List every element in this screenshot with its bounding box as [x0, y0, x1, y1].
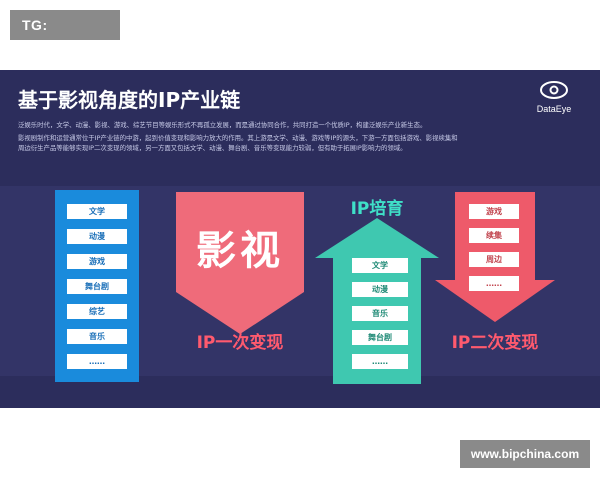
cultivate-item: 舞台剧	[352, 330, 408, 345]
source-item: 游戏	[67, 254, 127, 269]
cultivate-column: 文学 动漫 音乐 舞台剧 ……	[338, 258, 422, 378]
second-item: 续集	[469, 228, 519, 243]
source-item: 音乐	[67, 329, 127, 344]
source-item: 文学	[67, 204, 127, 219]
dataeye-logo: DataEye	[524, 80, 584, 114]
second-column: 游戏 续集 周边 ……	[455, 192, 535, 322]
second-monetize-label: IP二次变现	[451, 333, 539, 353]
film-label: 影视	[196, 228, 284, 274]
source-item: 动漫	[67, 229, 127, 244]
second-item: 游戏	[469, 204, 519, 219]
cultivate-item: 音乐	[352, 306, 408, 321]
cultivate-label: IP培育	[350, 199, 404, 219]
second-item: 周边	[469, 252, 519, 267]
intro-paragraph-1: 泛娱乐时代，文学、动漫、影视、游戏、综艺节目等娱乐形式不再孤立发展，而是通过协同…	[18, 121, 427, 129]
cultivate-item: 文学	[352, 258, 408, 273]
intro-paragraph-3: 周边衍生产品等能够实现IP二次变现的领域，另一方面又包括文学、动漫、舞台剧、音乐…	[18, 144, 407, 152]
cultivate-arrow-up	[315, 218, 439, 384]
source-item: 综艺	[67, 304, 127, 319]
watermark-bottom: www.bipchina.com	[460, 440, 590, 468]
source-item: 舞台剧	[67, 279, 127, 294]
film-arrow-down	[176, 192, 304, 334]
watermark-top: TG: MYYJJPP	[10, 10, 120, 63]
infographic-banner: 基于影视角度的IP产业链 DataEye 泛娱乐时代，文学、动漫、影视、游戏、综…	[0, 70, 600, 408]
source-item: ……	[67, 354, 127, 369]
logo-text: DataEye	[536, 104, 572, 114]
second-item: ……	[469, 276, 519, 291]
source-column: 文学 动漫 游戏 舞台剧 综艺 音乐 ……	[55, 190, 139, 382]
intro-paragraph-2: 影视剧制作和运营通常位于IP产业链的中游，起到价值变现和影响力放大的作用。其上游…	[18, 134, 458, 142]
page-title: 基于影视角度的IP产业链	[18, 88, 241, 112]
eye-icon	[540, 81, 568, 99]
cultivate-item: 动漫	[352, 282, 408, 297]
first-monetize-label: IP一次变现	[196, 333, 284, 353]
cultivate-item: ……	[352, 354, 408, 369]
